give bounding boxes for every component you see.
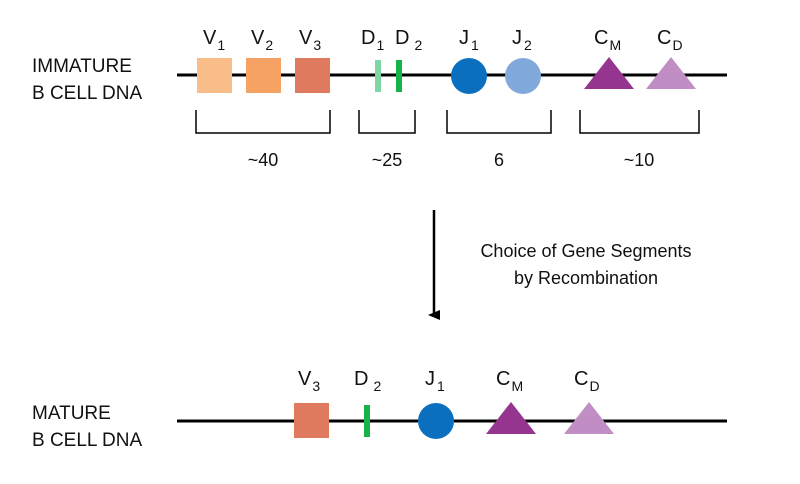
segment-group-brackets: ~40 ~25 6 ~10 — [195, 110, 700, 170]
d-group-bracket — [358, 110, 416, 134]
cm-segment — [584, 57, 634, 89]
j-group-bracket — [446, 110, 552, 134]
cd-label: CD — [657, 27, 683, 53]
recombination-step: Choice of Gene Segments by Recombination — [428, 210, 692, 320]
v2-segment — [246, 58, 281, 93]
immature-label-line2: B CELL DNA — [32, 83, 142, 104]
immature-label-line1: IMMATURE — [32, 56, 132, 77]
mature-v3-label: V3 — [298, 368, 320, 394]
d1-label: D1 — [361, 27, 384, 53]
j2-segment — [505, 58, 541, 94]
mature-label-line2: B CELL DNA — [32, 430, 142, 451]
v3-segment — [295, 58, 330, 93]
c-group-bracket — [579, 110, 700, 134]
process-caption-line2: by Recombination — [514, 268, 658, 288]
cm-label: CM — [594, 27, 621, 53]
mature-label-line1: MATURE — [32, 403, 111, 424]
d-group-count: ~25 — [372, 150, 403, 170]
mature-j1-segment — [418, 403, 454, 439]
mature-cd-label: CD — [574, 368, 600, 394]
process-caption-line1: Choice of Gene Segments — [480, 241, 691, 261]
v2-label: V2 — [251, 27, 273, 53]
d1-segment — [375, 60, 381, 92]
d2-segment — [396, 60, 402, 92]
v1-segment — [197, 58, 232, 93]
v-group-bracket — [195, 110, 331, 134]
cd-segment — [646, 57, 696, 89]
j-group-count: 6 — [494, 150, 504, 170]
mature-cm-label: CM — [496, 368, 523, 394]
mature-v3-segment — [294, 403, 329, 438]
v-group-count: ~40 — [248, 150, 279, 170]
mature-d2-segment — [364, 405, 370, 437]
v1-label: V1 — [203, 27, 225, 53]
j1-segment — [451, 58, 487, 94]
mature-cd-segment — [564, 402, 614, 434]
c-group-count: ~10 — [624, 150, 655, 170]
v3-label: V3 — [299, 27, 321, 53]
mature-cm-segment — [486, 402, 536, 434]
